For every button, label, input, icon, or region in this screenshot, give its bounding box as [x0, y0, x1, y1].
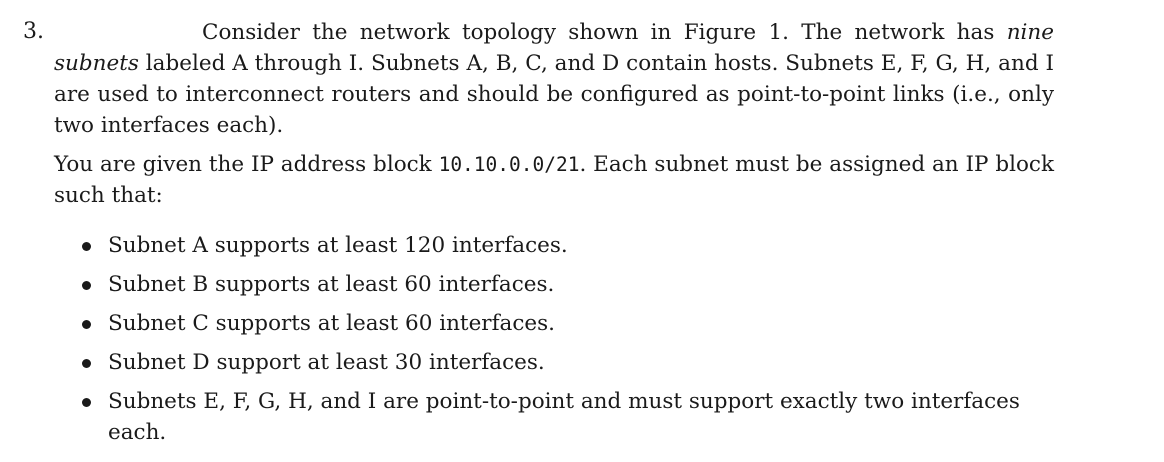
list-item: Subnet C supports at least 60 interfaces…: [82, 308, 1062, 339]
bullet-icon: [82, 398, 91, 407]
intro-paragraph: Consider the network topology shown in F…: [54, 17, 1054, 141]
ip-address-block: 10.10.0.0/21: [438, 153, 580, 176]
bullet-icon: [82, 281, 91, 290]
list-item: Subnets E, F, G, H, and I are point-to-p…: [82, 386, 1062, 448]
intro-text-end: labeled A through I. Subnets A, B, C, an…: [54, 51, 1054, 138]
requirement-text: Subnet B supports at least 60 interfaces…: [108, 272, 555, 297]
bullet-icon: [82, 359, 91, 368]
intro-emphasis: nine subnets: [54, 20, 1054, 76]
problem-number: 3.: [23, 19, 44, 44]
bullet-icon: [82, 242, 91, 251]
bullet-icon: [82, 320, 91, 329]
list-item: Subnet D support at least 30 interfaces.: [82, 347, 1062, 378]
requirement-text: Subnet A supports at least 120 interface…: [108, 233, 568, 258]
given-text-end: . Each subnet must be assigned an IP blo…: [54, 152, 1054, 208]
intro-text-start: Consider the network topology shown in F…: [202, 20, 1007, 45]
requirements-list: Subnet A supports at least 120 interface…: [82, 230, 1062, 456]
requirement-text: Subnets E, F, G, H, and I are point-to-p…: [108, 389, 1020, 445]
requirement-text: Subnet C supports at least 60 interfaces…: [108, 311, 555, 336]
given-paragraph: You are given the IP address block 10.10…: [54, 149, 1054, 211]
list-item: Subnet A supports at least 120 interface…: [82, 230, 1062, 261]
requirement-text: Subnet D support at least 30 interfaces.: [108, 350, 545, 375]
list-item: Subnet B supports at least 60 interfaces…: [82, 269, 1062, 300]
given-text-start: You are given the IP address block: [54, 152, 439, 177]
